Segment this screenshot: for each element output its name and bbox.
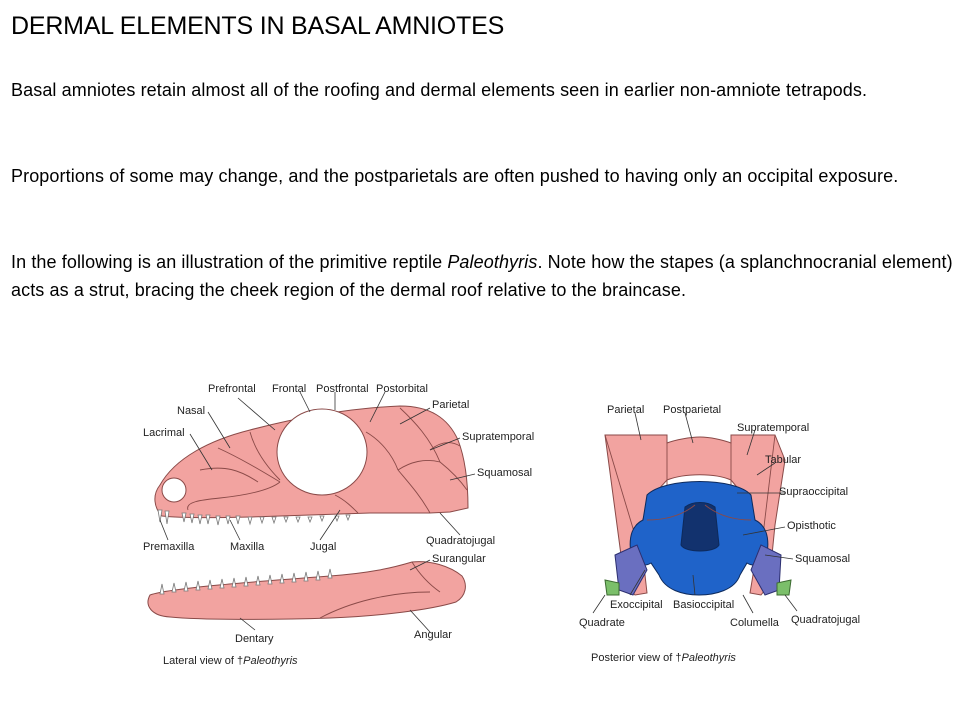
posterior-caption: Posterior view of †Paleothyris — [591, 652, 736, 664]
label-post-quadratojugal: Quadratojugal — [791, 614, 860, 626]
label-basioccipital: Basioccipital — [673, 599, 734, 611]
label-angular: Angular — [414, 629, 452, 641]
label-postparietal: Postparietal — [663, 404, 721, 416]
label-exoccipital: Exoccipital — [610, 599, 663, 611]
lower-teeth — [159, 568, 333, 595]
label-supratemporal: Supratemporal — [462, 431, 534, 443]
label-dentary: Dentary — [235, 633, 274, 645]
orbit — [276, 408, 368, 496]
label-post-squamosal: Squamosal — [795, 553, 850, 565]
paragraph-3: In the following is an illustration of t… — [11, 248, 956, 304]
paragraph-3-taxon: Paleothyris — [447, 252, 538, 272]
label-quadratojugal: Quadratojugal — [426, 535, 495, 547]
lateral-caption-prefix: Lateral view of † — [163, 655, 243, 667]
label-columella: Columella — [730, 617, 780, 629]
posterior-caption-prefix: Posterior view of † — [591, 652, 681, 664]
label-opisthotic: Opisthotic — [787, 520, 836, 532]
label-lacrimal: Lacrimal — [143, 427, 185, 439]
label-surangular: Surangular — [432, 553, 486, 565]
paragraph-2: Proportions of some may change, and the … — [11, 166, 899, 186]
paragraph-3-text-after: . Note how the stapes (a splanchnocrania… — [11, 252, 953, 300]
label-quadrate: Quadrate — [579, 617, 625, 629]
label-premaxilla: Premaxilla — [143, 541, 195, 553]
lateral-caption: Lateral view of †Paleothyris — [163, 655, 298, 667]
label-jugal: Jugal — [310, 541, 336, 553]
label-tabular: Tabular — [765, 454, 801, 466]
label-maxilla: Maxilla — [230, 541, 265, 553]
posterior-view-figure: Parietal Postparietal Supratemporal Tabu… — [579, 404, 860, 664]
label-prefrontal: Prefrontal — [208, 383, 256, 395]
label-supraoccipital: Supraoccipital — [779, 486, 848, 498]
paragraph-3-text-before: In the following is an illustration of t… — [11, 252, 448, 272]
label-postfrontal: Postfrontal — [316, 383, 369, 395]
label-parietal: Parietal — [432, 399, 469, 411]
lower-jaw — [147, 561, 466, 620]
label-postorbital: Postorbital — [376, 383, 428, 395]
posterior-caption-taxon: Paleothyris — [681, 652, 736, 664]
naris — [161, 477, 187, 503]
slide-title: DERMAL ELEMENTS IN BASAL AMNIOTES — [11, 12, 505, 40]
paragraph-1: Basal amniotes retain almost all of the … — [11, 80, 868, 100]
label-squamosal: Squamosal — [477, 467, 532, 479]
label-nasal: Nasal — [177, 405, 205, 417]
label-post-supratemporal: Supratemporal — [737, 422, 809, 434]
lateral-caption-taxon: Paleothyris — [243, 655, 298, 667]
label-frontal: Frontal — [272, 383, 306, 395]
upper-teeth — [157, 509, 351, 526]
label-post-parietal: Parietal — [607, 404, 644, 416]
foramen-magnum — [680, 502, 720, 552]
quadratojugal-right — [776, 579, 792, 596]
lateral-view-figure: Prefrontal Frontal Postfrontal Postorbit… — [143, 383, 534, 667]
quadratojugal-left — [604, 579, 620, 596]
